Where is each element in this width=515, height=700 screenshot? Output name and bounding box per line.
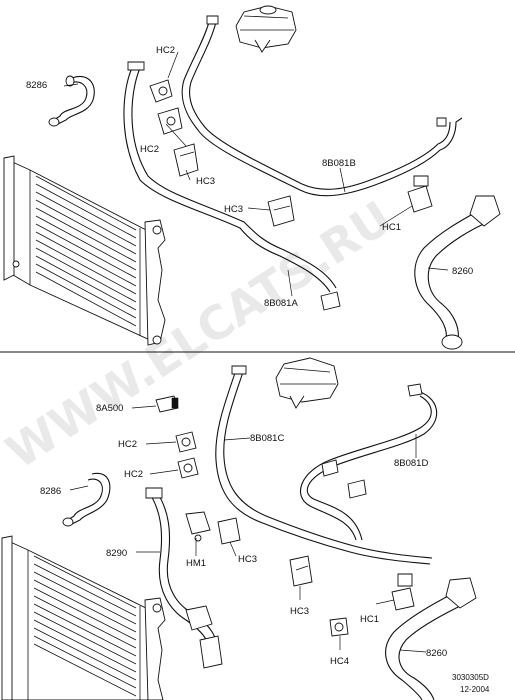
- footer-code: 3030305D: [452, 673, 489, 682]
- expansion-tank-upper: [235, 5, 297, 53]
- clamp-hc3-lower-a: [217, 517, 241, 545]
- label-hc2-top: HC2: [156, 45, 175, 56]
- clamp-hc1-lower: [391, 573, 415, 611]
- clamp-hc1-upper: [407, 175, 433, 213]
- hose-8b081d: [299, 395, 432, 541]
- hose-8286-lower: [62, 472, 111, 527]
- label-hc3-a: HC3: [196, 176, 215, 187]
- label-8b081d: 8B081D: [394, 458, 428, 469]
- expansion-tank-lower: [275, 357, 339, 409]
- label-hc2-a: HC2: [118, 439, 137, 450]
- footer-date: 12-2004: [460, 685, 490, 694]
- label-hc3-lower-b: HC3: [290, 606, 309, 617]
- label-8286-lower: 8286: [40, 486, 61, 497]
- part-8a500: [155, 395, 179, 413]
- label-hc2-b: HC2: [124, 469, 143, 480]
- label-hc4: HC4: [330, 656, 349, 667]
- hose-8260-lower: [385, 577, 477, 700]
- radiator-upper: [3, 155, 166, 346]
- label-8290: 8290: [106, 548, 127, 559]
- label-8b081c: 8B081C: [250, 433, 284, 444]
- label-hc1: HC1: [382, 222, 401, 233]
- label-8b081a: 8B081A: [264, 298, 298, 309]
- hose-8290: [145, 487, 223, 669]
- label-hm1: HM1: [186, 558, 206, 569]
- clamp-hc2-lower-b: [177, 457, 199, 479]
- label-8a500: 8A500: [96, 403, 123, 414]
- label-8260-lower: 8260: [426, 648, 447, 659]
- clamp-hc3-upper-b: [267, 195, 295, 227]
- hose-top-upper: [181, 21, 441, 197]
- hose-8286-upper: [48, 75, 95, 127]
- label-hc3-b: HC3: [224, 204, 243, 215]
- clamp-hc2-upper-b: [157, 107, 183, 135]
- clamp-hc2-upper-a: [149, 79, 173, 103]
- hose-8b081a-upper: [123, 67, 331, 293]
- clamp-hc3-upper-a: [173, 143, 199, 177]
- label-hc1-lower: HC1: [360, 614, 379, 625]
- hose-8260-upper: [414, 195, 501, 350]
- connector-hm1: [185, 511, 211, 542]
- label-hc3-lower-a: HC3: [238, 554, 257, 565]
- upper-view: HC2 8286 HC2 8B081B HC3 HC3 HC1 8260 8B0…: [3, 5, 501, 350]
- hose-8b081c: [215, 369, 431, 565]
- clamp-hc2-lower-a: [175, 431, 197, 453]
- lower-view: 8A500 HC2 8B081C 8B081D HC2 8286 8290 HM…: [1, 357, 477, 700]
- label-8286: 8286: [26, 80, 47, 91]
- label-8b081b: 8B081B: [322, 158, 356, 169]
- radiator-lower: [1, 535, 166, 700]
- clamp-hc4: [329, 617, 349, 637]
- label-hc2-mid: HC2: [140, 144, 159, 155]
- clamp-hc3-lower-b: [289, 555, 313, 587]
- label-8260: 8260: [452, 266, 473, 277]
